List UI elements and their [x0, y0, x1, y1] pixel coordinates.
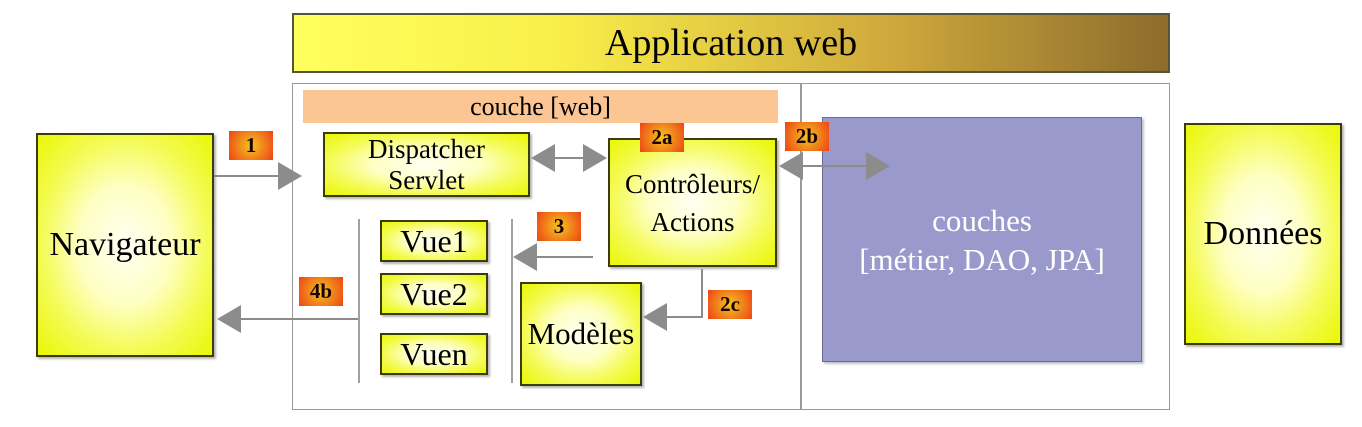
modeles-label: Modèles: [527, 316, 635, 351]
arrow-dispatcher-controleurs-left-head-icon: [531, 144, 555, 172]
step-badge-3: 3: [537, 212, 581, 241]
controleurs-actions-box: Contrôleurs/ Actions: [608, 138, 777, 267]
vues-bracket-left-line: [358, 219, 360, 383]
navigateur-box: Navigateur: [36, 133, 214, 357]
couches-metier-line2: [métier, DAO, JPA]: [859, 241, 1105, 277]
arrow-1-head-icon: [278, 162, 302, 190]
couches-metier-line1: couches: [932, 202, 1032, 238]
arrow-controleurs-metier-line: [796, 165, 870, 167]
couche-web-label: couche [web]: [470, 91, 611, 121]
modeles-box: Modèles: [520, 282, 642, 386]
dispatcher-line1: Dispatcher: [368, 133, 485, 164]
arrow-3-head-icon: [513, 243, 537, 271]
controleurs-line2: Actions: [650, 206, 735, 237]
step-badge-4b: 4b: [299, 277, 343, 306]
arrow-4b-head-icon: [217, 305, 241, 333]
arrow-2c-vertical-line: [701, 269, 703, 317]
couche-web-bar: couche [web]: [303, 90, 778, 123]
step-badge-2a: 2a: [640, 123, 684, 152]
arrow-4b-line: [238, 318, 358, 320]
step-badge-2c: 2c: [708, 290, 752, 319]
donnees-box: Données: [1184, 123, 1342, 345]
controleurs-line1: Contrôleurs/: [625, 168, 760, 199]
vuen-box: Vuen: [380, 333, 488, 375]
banner-title: Application web: [604, 22, 858, 64]
dispatcher-line2: Servlet: [388, 164, 465, 195]
navigateur-label: Navigateur: [49, 226, 201, 263]
vue2-box: Vue2: [380, 273, 488, 315]
vue1-label: Vue1: [400, 222, 468, 259]
vuen-label: Vuen: [400, 335, 468, 372]
donnees-label: Données: [1203, 215, 1323, 252]
step-badge-1: 1: [229, 131, 273, 160]
arrow-2c-line: [664, 316, 703, 318]
arrow-1-line: [214, 175, 282, 177]
arrow-dispatcher-controleurs-right-head-icon: [583, 144, 607, 172]
arrow-dispatcher-controleurs-line: [548, 157, 590, 159]
web-business-divider-line: [800, 83, 802, 410]
vue2-label: Vue2: [400, 275, 468, 312]
arrow-controleurs-metier-right-head-icon: [866, 152, 890, 180]
arrow-2c-head-icon: [643, 303, 667, 331]
vue1-box: Vue1: [380, 220, 488, 262]
dispatcher-servlet-box: Dispatcher Servlet: [323, 132, 530, 197]
vues-bracket-right-line: [511, 219, 513, 383]
arrow-3-line: [534, 256, 593, 258]
arrow-controleurs-metier-left-head-icon: [779, 152, 803, 180]
application-web-banner: Application web: [292, 13, 1170, 73]
step-badge-2b: 2b: [785, 122, 829, 151]
